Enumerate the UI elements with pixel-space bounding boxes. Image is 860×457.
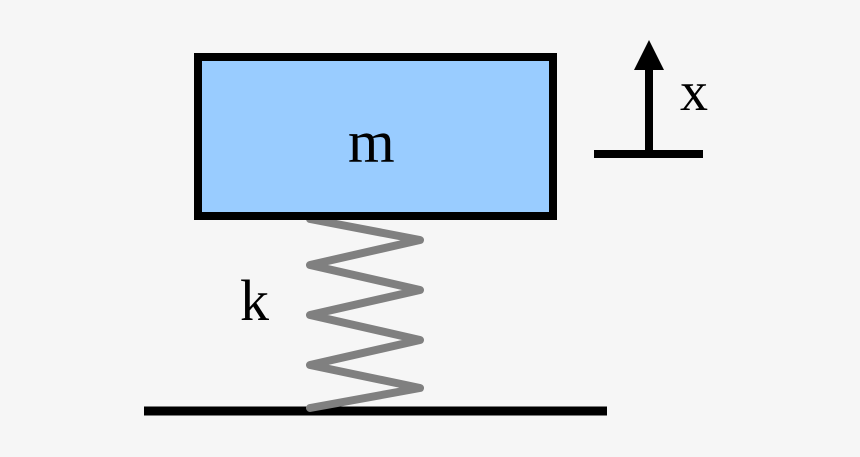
mass-block: [194, 53, 557, 220]
mass-label: m: [348, 109, 395, 175]
displacement-label: x: [680, 61, 708, 123]
spring-constant-label: k: [240, 268, 269, 333]
spring-coil: [306, 215, 424, 412]
displacement-arrow-head-icon: [634, 40, 664, 70]
